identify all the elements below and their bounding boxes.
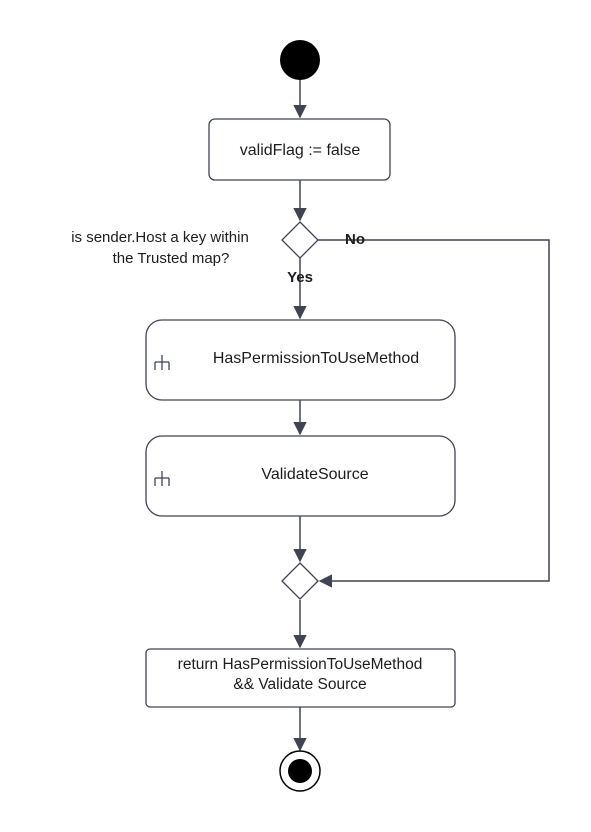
decision-question-line2: the Trusted map? xyxy=(113,250,230,267)
edge-no xyxy=(318,239,550,588)
merge-node xyxy=(281,562,319,600)
return-label-line1: return HasPermissionToUseMethod xyxy=(178,656,423,673)
validate-source-action xyxy=(145,435,456,517)
yes-label: Yes xyxy=(287,269,313,286)
init-action xyxy=(208,118,391,181)
call-behavior-icon xyxy=(154,355,170,370)
return-action xyxy=(145,648,456,708)
start-node xyxy=(280,40,320,80)
end-node-inner xyxy=(288,759,312,783)
has-permission-label: HasPermissionToUseMethod xyxy=(213,350,419,367)
decision-question-line1: is sender.Host a key within xyxy=(71,229,249,246)
call-behavior-icon xyxy=(154,471,170,486)
validate-source-label: ValidateSource xyxy=(261,466,368,483)
decision-node xyxy=(281,221,319,259)
no-label: No xyxy=(345,231,365,248)
has-permission-action xyxy=(145,319,456,401)
init-action-label: validFlag := false xyxy=(240,142,361,159)
return-label-line2: && Validate Source xyxy=(233,676,366,693)
